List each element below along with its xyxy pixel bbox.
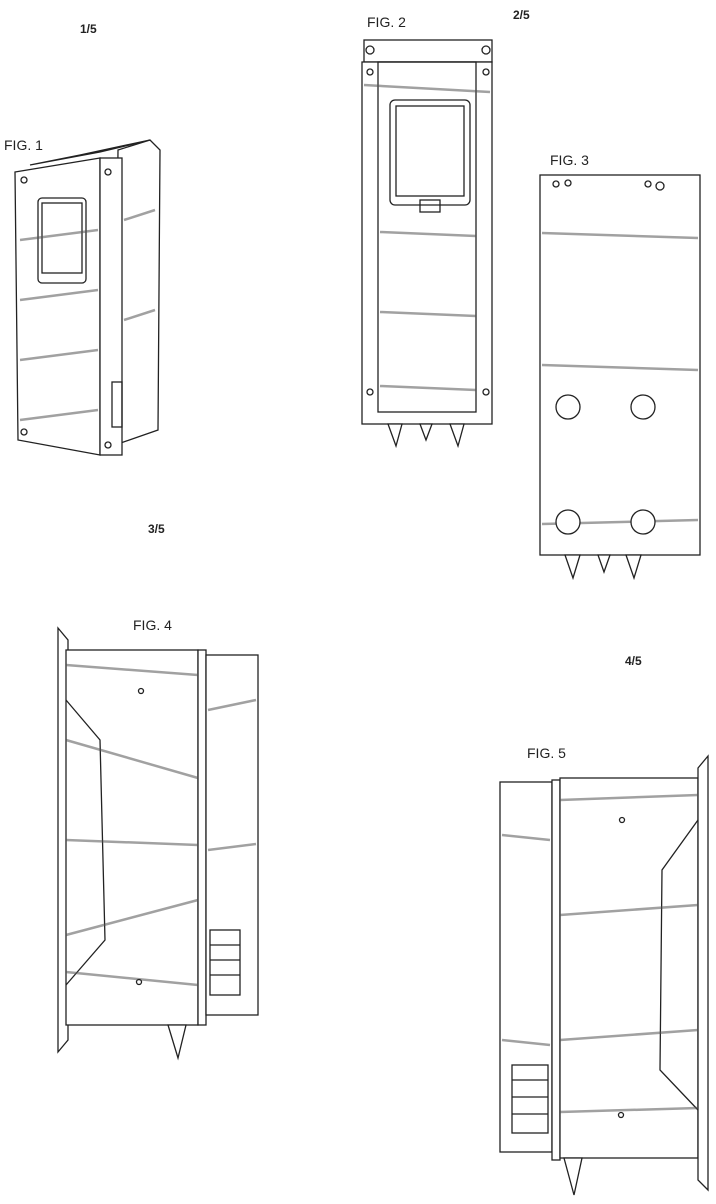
sheet-number-4: 4/5 [625,654,642,668]
fig2-drawing [361,39,493,449]
fig5-drawing [499,754,709,1196]
fig3-drawing [539,174,701,581]
sheet-number-3: 3/5 [148,522,165,536]
fig5-label: FIG. 5 [527,745,566,761]
fig2-label: FIG. 2 [367,14,406,30]
fig1-drawing [14,139,161,456]
fig1-label: FIG. 1 [4,137,43,153]
sheet-number-2: 2/5 [513,8,530,22]
fig3-label: FIG. 3 [550,152,589,168]
sheet-number-1: 1/5 [80,22,97,36]
fig4-drawing [57,626,259,1061]
fig4-label: FIG. 4 [133,617,172,633]
